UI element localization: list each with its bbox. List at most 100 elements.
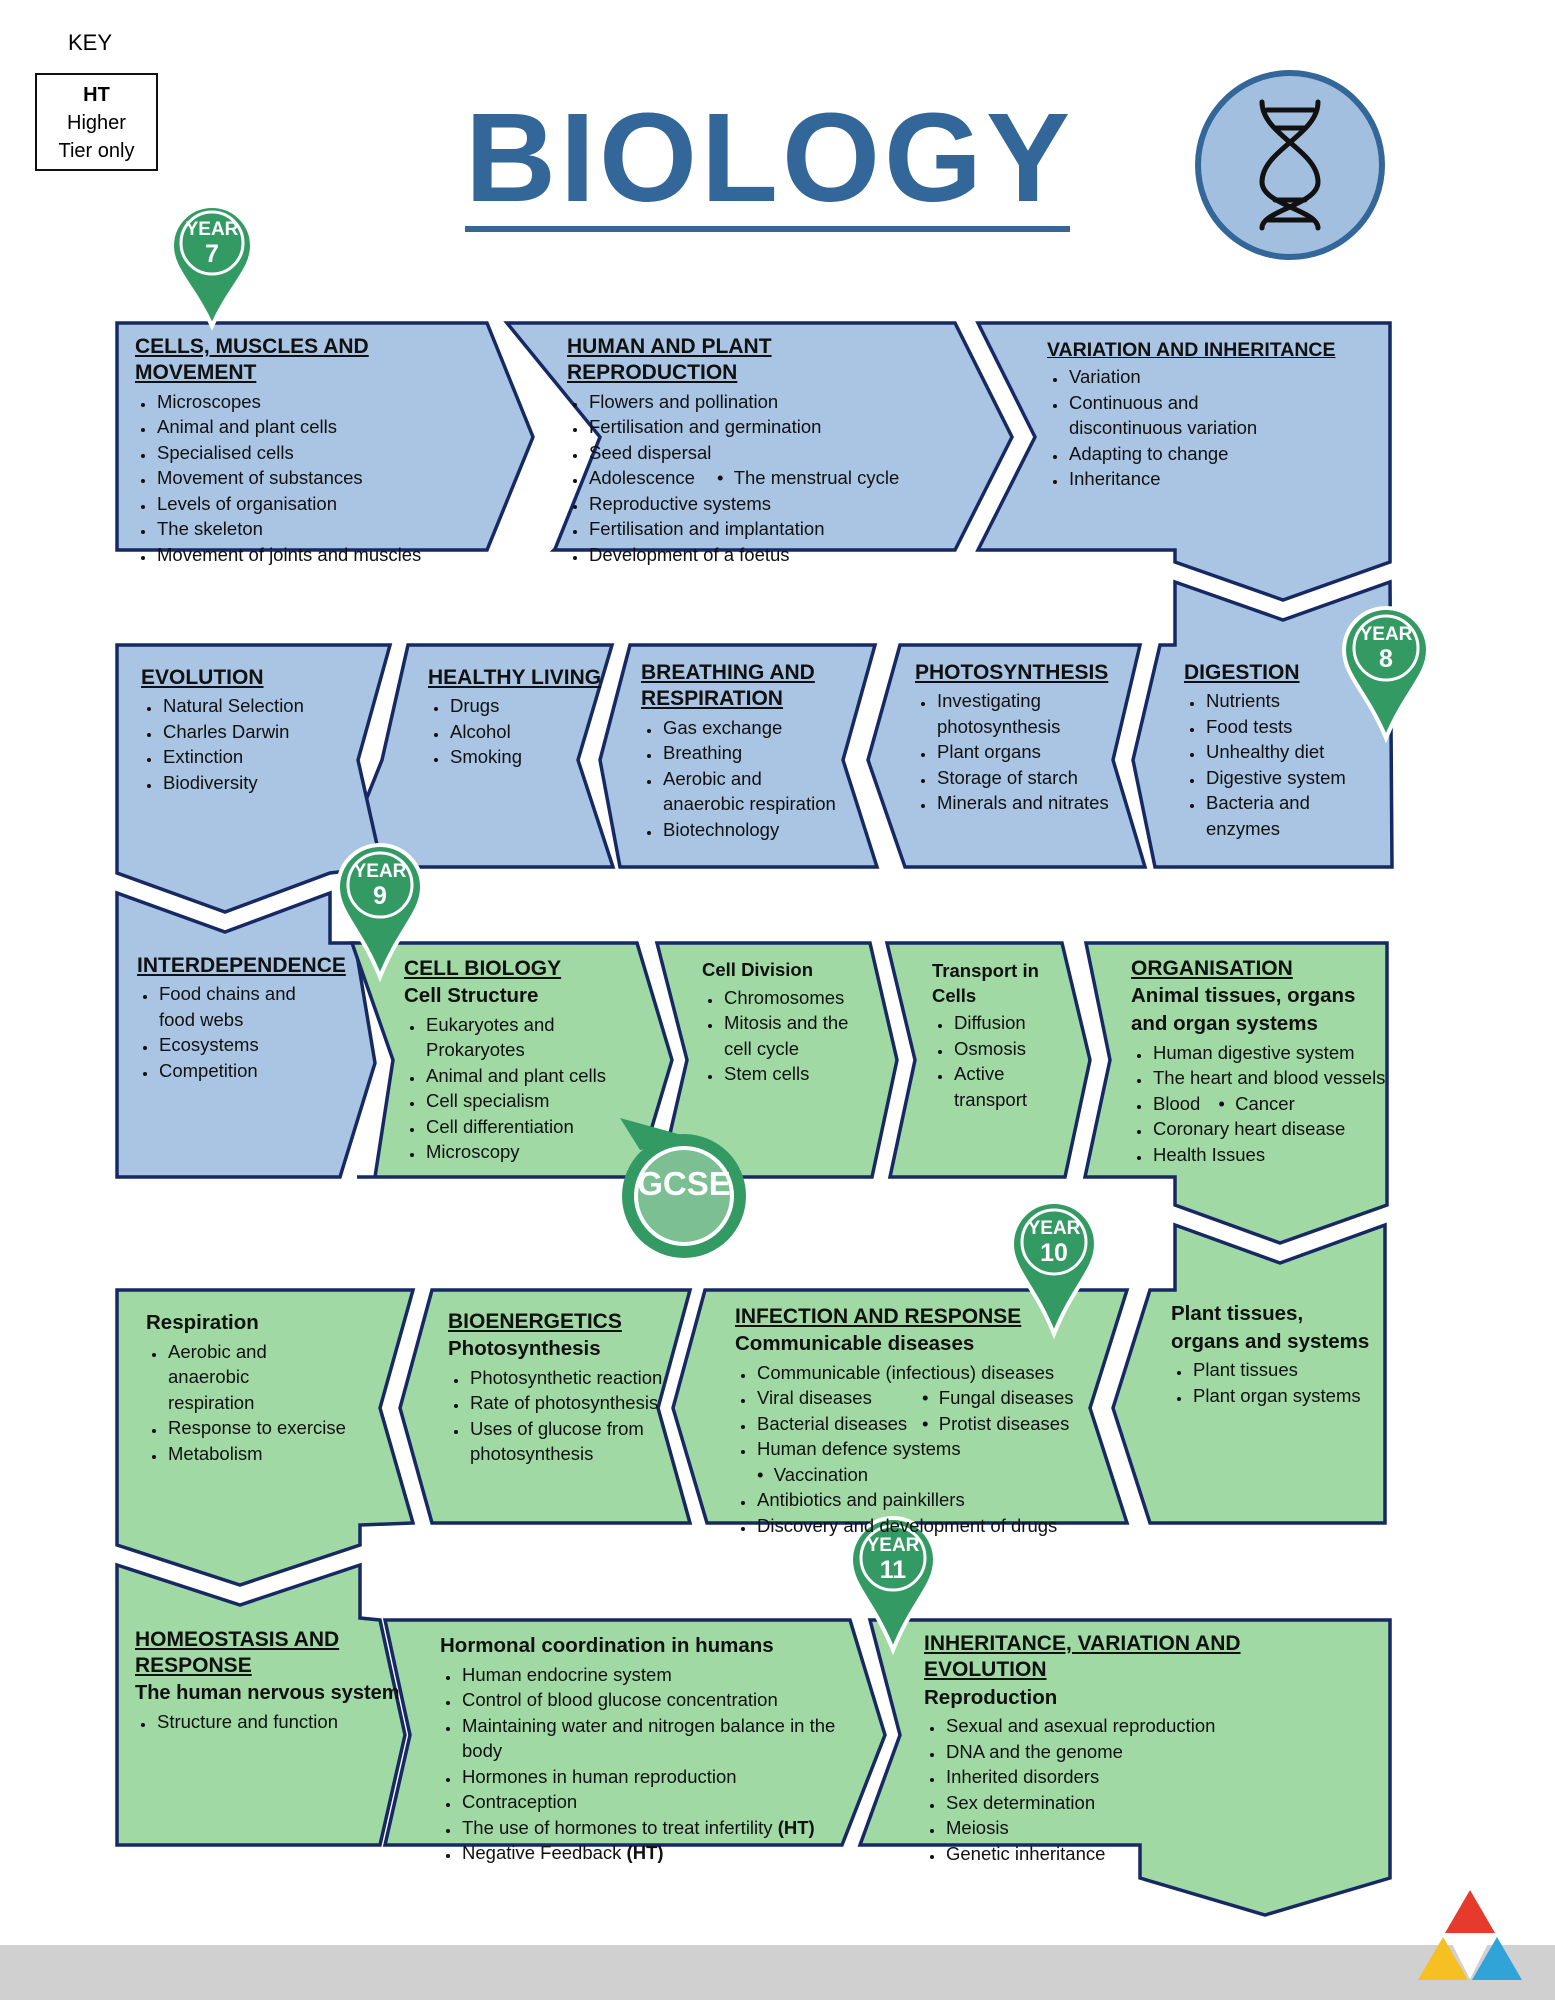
list-item: Health Issues <box>1151 1142 1386 1168</box>
list-item: Minerals and nitrates <box>935 790 1115 816</box>
list-item: Gas exchange <box>661 715 846 741</box>
ht-mark: (HT) <box>626 1842 664 1864</box>
pin-number: 10 <box>1040 1239 1068 1267</box>
list-item: Biotechnology <box>661 817 846 843</box>
bioenergetics-shape <box>398 1288 693 1525</box>
topic-list: Investigating photosynthesis Plant organ… <box>915 688 1115 816</box>
list-item: DNA and the genome <box>944 1739 1364 1765</box>
topic-cells: CELLS, MUSCLES AND MOVEMENT Microscopes … <box>135 334 495 567</box>
list-item: Control of blood glucose concentration <box>460 1687 860 1713</box>
topic-list: Plant tissues Plant organ systems <box>1171 1357 1381 1408</box>
topic-title: EVOLUTION <box>141 666 264 689</box>
list-item: Cell specialism <box>424 1088 654 1114</box>
list-item: Food chains and food webs <box>157 981 334 1032</box>
list-item-part: Vaccination <box>773 1463 869 1485</box>
list-item: Uses of glucose from photosynthesis <box>468 1416 645 1467</box>
list-item: Antibiotics and painkillers <box>755 1487 1080 1513</box>
list-item-part: The menstrual cycle <box>733 467 900 488</box>
topic-list: Food chains and food webs Ecosystems Com… <box>137 981 347 1083</box>
pin-number: 9 <box>373 882 387 910</box>
list-item: Hormones in human reproduction <box>460 1764 860 1790</box>
hormonal-shape <box>382 1618 887 1847</box>
list-item: Unhealthy diet <box>1204 739 1384 765</box>
topic-title: BIOENERGETICS <box>448 1310 622 1333</box>
list-item: Microscopy <box>424 1139 654 1165</box>
list-item: Inheritance <box>1067 466 1347 492</box>
pin-label: YEAR <box>353 861 407 882</box>
organisation-shape <box>1082 941 1389 1245</box>
key-code: HT <box>83 84 110 106</box>
topic-plant-tissues: Plant tissues, organs and systems Plant … <box>1171 1300 1381 1408</box>
reproduction-shape <box>503 321 1014 552</box>
list-item: Meiosis <box>944 1815 1364 1841</box>
list-item: Natural Selection <box>161 693 371 719</box>
list-item: Photosynthetic reaction <box>468 1365 663 1391</box>
list-item: Contraception <box>460 1789 860 1815</box>
list-item: Biodiversity <box>161 770 371 796</box>
topic-transport: Transport in Cells Diffusion Osmosis Act… <box>932 958 1052 1112</box>
topic-list: Microscopes Animal and plant cells Speci… <box>135 389 495 568</box>
topic-list: Diffusion Osmosis Active transport <box>932 1010 1052 1112</box>
list-item: Adapting to change <box>1067 441 1347 467</box>
list-item-part: Negative Feedback <box>462 1842 622 1864</box>
pin-label: YEAR <box>185 219 239 240</box>
key-label: KEY <box>68 30 113 55</box>
list-item: Investigating photosynthesis <box>935 688 1077 739</box>
topic-title: INTERDEPENDENCE <box>137 954 346 977</box>
list-item: Genetic inheritance <box>944 1841 1364 1867</box>
list-item: Plant organ systems <box>1191 1383 1381 1409</box>
topic-subtitle: Transport in Cells <box>932 960 1039 1006</box>
list-item: Specialised cells <box>155 440 495 466</box>
pin-year-11: YEAR 11 <box>859 1536 927 1585</box>
topic-list: Nutrients Food tests Unhealthy diet Dige… <box>1184 688 1384 841</box>
topic-title: PHOTOSYNTHESIS <box>915 661 1109 684</box>
pin-year-8: YEAR 8 <box>1352 624 1420 674</box>
list-item-part: Human defence systems <box>757 1438 961 1460</box>
topic-cell-division: Cell Division Chromosomes Mitosis and th… <box>702 958 862 1087</box>
topic-subtitle: Reproduction <box>924 1685 1058 1709</box>
list-item: Mitosis and the cell cycle <box>722 1010 849 1061</box>
topic-subtitle: The human nervous system <box>135 1681 400 1704</box>
list-item: Sexual and asexual reproduction <box>944 1713 1364 1739</box>
list-item: Sex determination <box>944 1790 1364 1816</box>
list-item: Smoking <box>448 744 608 770</box>
topic-variation: VARIATION AND INHERITANCE Variation Cont… <box>1047 338 1347 492</box>
digestion-shape <box>1131 579 1394 869</box>
topic-subtitle: Plant tissues, organs and systems <box>1171 1302 1370 1353</box>
list-item: Extinction <box>161 744 371 770</box>
transport-shape <box>884 941 1092 1179</box>
topic-list: Eukaryotes and Prokaryotes Animal and pl… <box>404 1012 654 1165</box>
ht-mark: (HT) <box>777 1816 815 1838</box>
list-item-part: Blood <box>1153 1092 1201 1114</box>
list-item: Flowers and pollination <box>587 389 947 415</box>
pin-year-7: YEAR 7 <box>180 219 244 269</box>
list-item: Human digestive system <box>1151 1040 1386 1066</box>
topic-list: Drugs Alcohol Smoking <box>428 693 608 770</box>
list-item: Variation <box>1067 364 1347 390</box>
pin-label: YEAR <box>1359 624 1413 645</box>
list-item: Fertilisation and germination <box>587 414 947 440</box>
topic-subtitle: Animal tissues, organs and organ systems <box>1131 984 1356 1035</box>
topic-evolution: EVOLUTION Natural Selection Charles Darw… <box>141 665 371 795</box>
variation-shape <box>975 321 1392 602</box>
list-item: Aerobic and anaerobic respiration <box>661 766 846 817</box>
list-item: Discovery and development of drugs <box>755 1513 1080 1539</box>
key-box: HT Higher Tier only <box>35 73 158 171</box>
list-item: Human defence systems• Vaccination <box>755 1436 1080 1487</box>
topic-title: INFECTION AND RESPONSE <box>735 1305 1022 1328</box>
topic-subtitle: Cell Division <box>702 959 814 980</box>
list-item: Chromosomes <box>722 985 862 1011</box>
list-item: Seed dispersal <box>587 440 947 466</box>
topic-title: HUMAN AND PLANT REPRODUCTION <box>567 335 772 385</box>
list-item: The use of hormones to treat infertility… <box>460 1815 860 1841</box>
list-item: Human endocrine system <box>460 1662 860 1688</box>
list-item: Movement of substances <box>155 465 495 491</box>
location-pin-icon <box>169 203 1431 1656</box>
topic-title: BREATHING AND RESPIRATION <box>641 661 815 711</box>
list-item: Coronary heart disease <box>1151 1116 1386 1142</box>
topic-infection: INFECTION AND RESPONSE Communicable dise… <box>735 1304 1080 1538</box>
list-item: Blood• Cancer <box>1151 1091 1386 1117</box>
list-item-part: Adolescence <box>589 467 695 488</box>
list-item: Osmosis <box>952 1036 1052 1062</box>
